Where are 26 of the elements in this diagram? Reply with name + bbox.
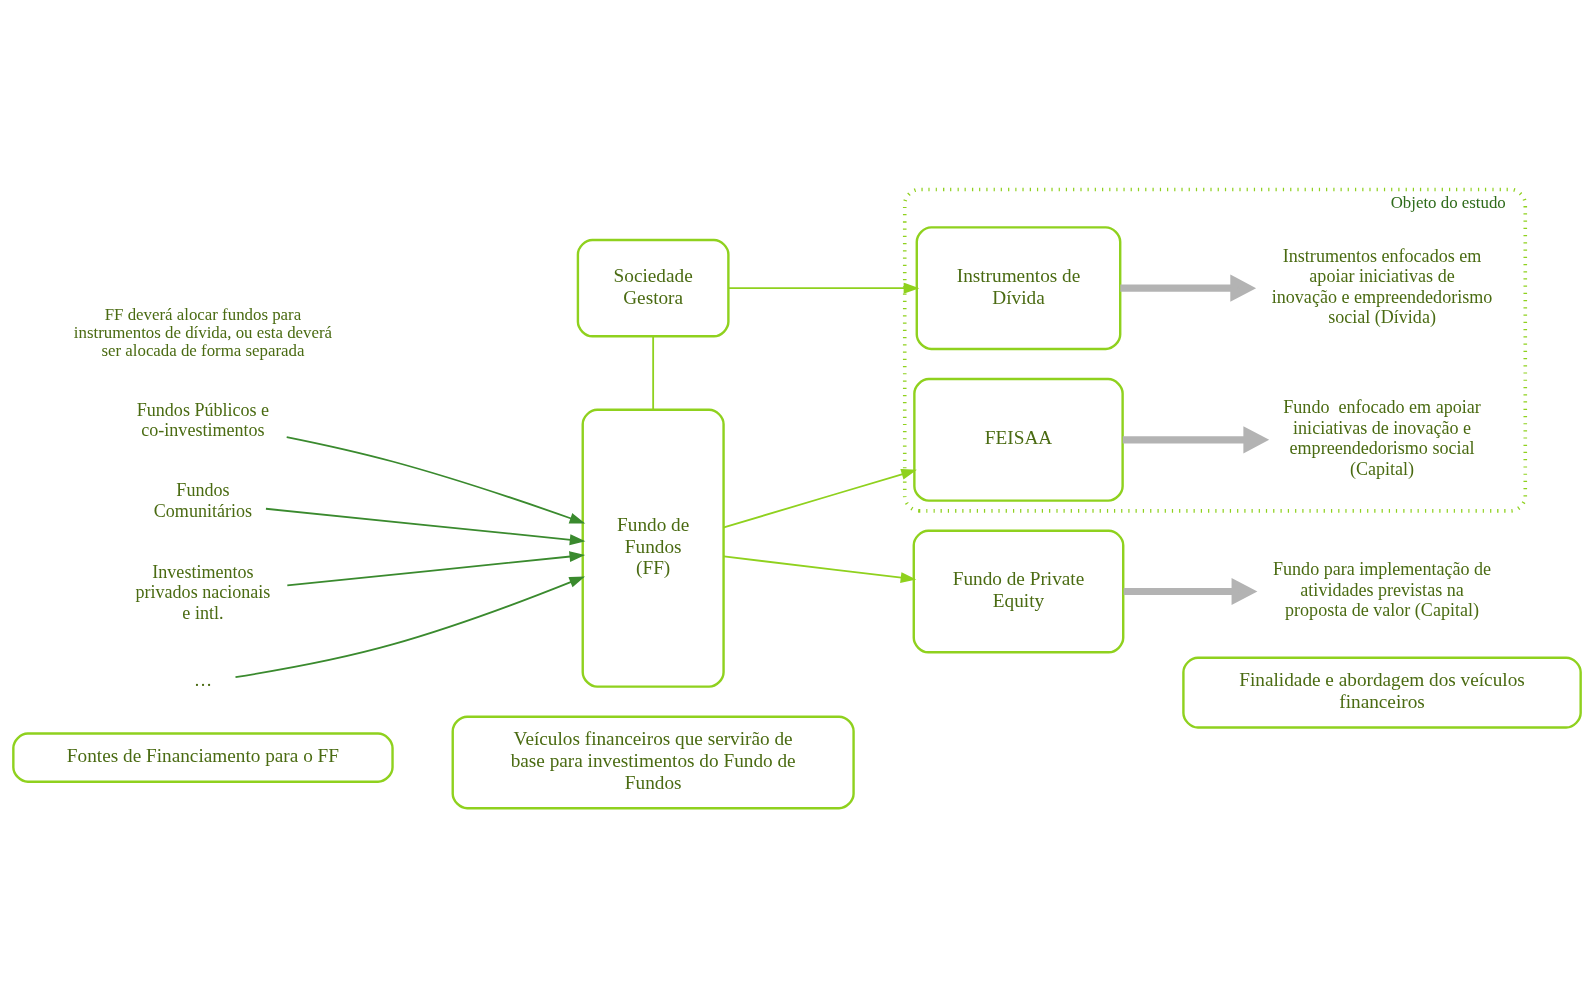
node-text: Instrumentos enfocados em apoiar iniciativas de inovação e empreendedorismo social (Dívida) — [1271, 245, 1493, 327]
arrow — [723, 555, 917, 583]
node-text: Fundo para implementação de atividades previstas na proposta de valor (Capital) — [1273, 558, 1492, 620]
node-box: Veículos financeiros que servirão de base para investimentos do Fundo de Fundos — [451, 715, 855, 809]
node-box: Fundo de Fundos (FF) — [581, 408, 725, 688]
node-text: Fundo enfocado em apoiar iniciativas de inovação e empreendedorismo social (Capital) — [1283, 396, 1481, 479]
arrow — [727, 282, 920, 294]
connector — [652, 335, 655, 410]
arrow — [723, 468, 917, 528]
node-box: Instrumentos de Dívida — [915, 225, 1122, 350]
arrow — [285, 435, 586, 524]
arrow — [286, 550, 586, 586]
arrow — [234, 575, 586, 678]
node-box: Finalidade e abordagem dos veículos financeiros — [1182, 656, 1582, 729]
label: FF deverá alocar fundos para instrumentos de dívida, ou esta deverá ser alocada de forma separada — [73, 304, 333, 360]
node-text: … — [193, 669, 212, 690]
arrow — [1122, 425, 1270, 453]
node-text: Fundos Comunitários — [153, 479, 253, 521]
node-box: FEISAA — [913, 377, 1124, 502]
arrow — [265, 507, 586, 545]
node-text: Fundos Públicos e co-investimentos — [136, 399, 270, 440]
arrow — [1123, 577, 1258, 605]
node-box: Fontes de Financiamento para o FF — [12, 731, 394, 783]
node-box: Fundo de Private Equity — [912, 529, 1125, 653]
node-text: Investimentos privados nacionais e intl. — [135, 561, 271, 623]
node-box: Sociedade Gestora — [576, 238, 730, 337]
